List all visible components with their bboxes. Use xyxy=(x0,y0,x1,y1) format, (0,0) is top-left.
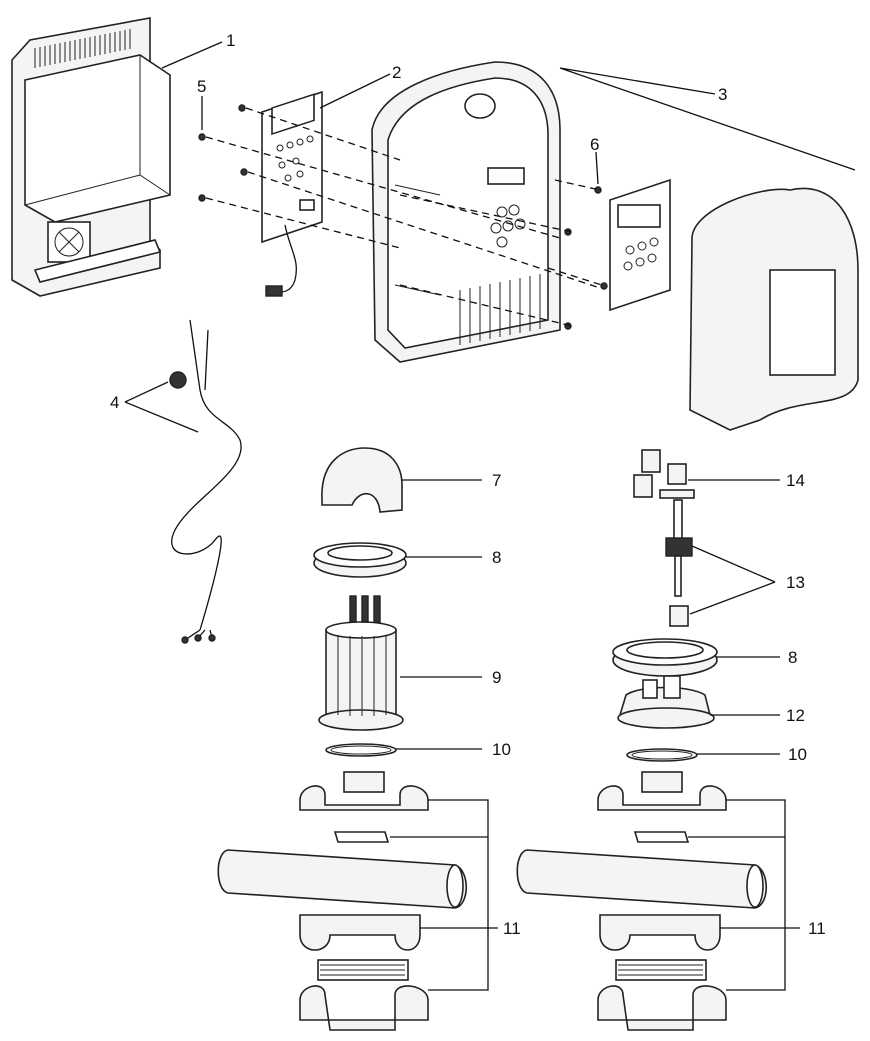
callout-10-left: 10 xyxy=(492,740,511,759)
callout-8-right: 8 xyxy=(788,648,797,667)
part-2-display-board xyxy=(261,90,323,297)
callout-13: 13 xyxy=(786,573,805,592)
part-14-fittings xyxy=(633,449,695,499)
callout-6: 6 xyxy=(590,135,599,154)
callout-9: 9 xyxy=(492,668,501,687)
callout-2: 2 xyxy=(392,63,401,82)
part-8-ring-nut-left xyxy=(313,542,407,578)
part-11-pipe-clamp-right xyxy=(516,771,767,1031)
part-13-flow-switch xyxy=(665,499,693,627)
leader-lines xyxy=(124,41,856,991)
part-12-sensor-housing xyxy=(617,675,715,729)
callout-1: 1 xyxy=(226,31,235,50)
part-4-cable xyxy=(169,319,242,644)
callout-11-right: 11 xyxy=(808,919,826,938)
callout-5: 5 xyxy=(197,77,206,96)
callout-14: 14 xyxy=(786,471,805,490)
part-5-screws xyxy=(198,104,248,202)
part-9-cell-blade xyxy=(318,595,404,731)
part-10-o-ring-right xyxy=(626,748,698,762)
part-6-screws xyxy=(564,186,608,330)
part-1-power-supply xyxy=(11,17,171,297)
part-7-cap xyxy=(321,447,403,513)
callout-11-left: 11 xyxy=(503,919,521,938)
part-3-front-cover xyxy=(609,178,859,431)
callout-3: 3 xyxy=(718,85,727,104)
callout-labels: 1 2 3 4 5 6 7 8 9 10 11 14 13 8 12 10 11 xyxy=(110,31,826,938)
assembly-guide-lines xyxy=(205,107,606,327)
part-11-pipe-clamp-left xyxy=(217,771,467,1031)
callout-8-left: 8 xyxy=(492,548,501,567)
callout-7: 7 xyxy=(492,471,501,490)
part-8-ring-nut-right xyxy=(612,638,718,677)
part-10-o-ring-left xyxy=(325,743,397,757)
callout-12: 12 xyxy=(786,706,805,725)
part-3-control-housing xyxy=(371,61,561,363)
callout-4: 4 xyxy=(110,393,119,412)
callout-10-right: 10 xyxy=(788,745,807,764)
